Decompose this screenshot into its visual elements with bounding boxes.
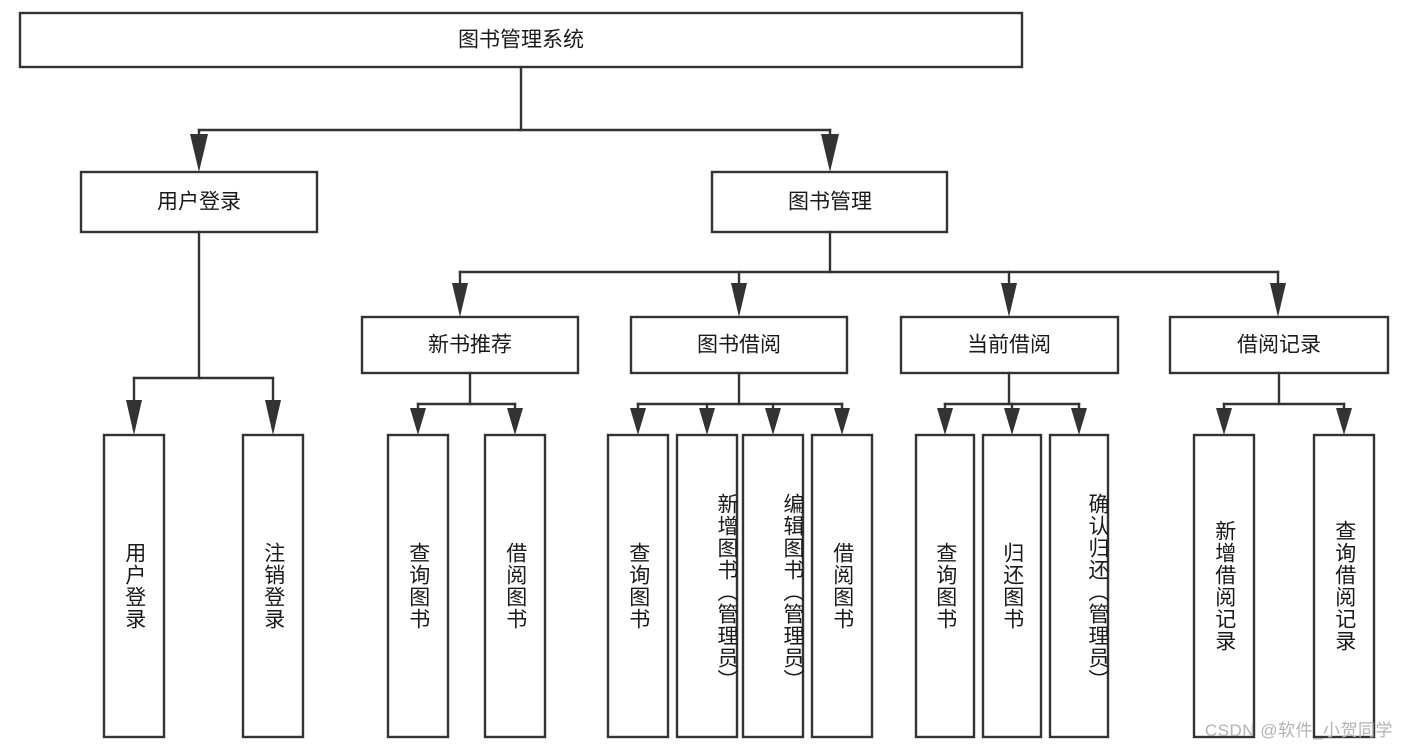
arrow-head-icon: [1004, 408, 1020, 435]
node-leaf-borrow-book-box[interactable]: [810, 433, 874, 739]
node-book-borrow-box[interactable]: [629, 315, 849, 375]
arrow-head-icon: [699, 408, 715, 435]
arrow-head-icon: [937, 408, 953, 435]
arrow-head-icon: [1001, 283, 1017, 317]
node-book-borrow[interactable]: 图书借阅: [629, 315, 849, 375]
node-borrow-records-label: 借阅记录: [1237, 334, 1321, 357]
arrow-head-icon: [1270, 283, 1286, 317]
watermark-text: CSDN @软件_小贺同学: [1204, 721, 1393, 740]
node-leaf-borrow-book-recommend-box[interactable]: [483, 433, 547, 739]
node-leaf-query-book-borrow-box[interactable]: [606, 433, 670, 739]
connector-book-borrow-to-leaves: [630, 371, 850, 435]
node-leaf-query-borrow-record-box[interactable]: [1312, 433, 1376, 739]
connector-borrow-records-to-leaves: [1216, 371, 1352, 435]
arrow-head-icon: [507, 408, 523, 435]
node-leaf-confirm-return-admin-box[interactable]: [1048, 433, 1110, 739]
node-leaf-user-logout-box[interactable]: [241, 433, 305, 739]
node-leaf-return-book-box[interactable]: [981, 433, 1043, 739]
node-current-borrow-box[interactable]: [899, 315, 1120, 375]
connector-current-borrow-to-leaves: [937, 371, 1087, 435]
connector-root-to-level1: [190, 65, 839, 172]
node-new-book-recommend-box[interactable]: [360, 315, 580, 375]
arrow-head-icon: [731, 283, 747, 317]
node-root-box[interactable]: [18, 11, 1024, 69]
arrow-head-icon: [1071, 408, 1087, 435]
node-current-borrow[interactable]: 当前借阅: [899, 315, 1120, 375]
node-leaf-user-login-box[interactable]: [102, 433, 166, 739]
node-leaf-query-book-recommend-box[interactable]: [386, 433, 450, 739]
arrow-head-icon: [1216, 408, 1232, 435]
node-book-management[interactable]: 图书管理: [710, 170, 949, 234]
node-borrow-records-box[interactable]: [1168, 315, 1390, 375]
arrow-head-icon: [630, 408, 646, 435]
node-leaf-add-borrow-record-box[interactable]: [1192, 433, 1256, 739]
arrow-head-icon: [452, 283, 468, 317]
arrow-head-icon: [1336, 408, 1352, 435]
node-borrow-records[interactable]: 借阅记录: [1168, 315, 1390, 375]
node-leaf-edit-book-admin-box[interactable]: [741, 433, 805, 739]
arrow-head-icon: [834, 408, 850, 435]
node-user-login-label: 用户登录: [157, 191, 241, 214]
node-new-book-recommend[interactable]: 新书推荐: [360, 315, 580, 375]
arrow-head-icon: [821, 134, 839, 172]
node-leaf-add-book-admin-box[interactable]: [675, 433, 739, 739]
arrow-head-icon: [265, 400, 281, 435]
node-leaf-query-book-current-box[interactable]: [914, 433, 976, 739]
node-user-login[interactable]: 用户登录: [79, 170, 319, 234]
arrow-head-icon: [126, 400, 142, 435]
node-current-borrow-label: 当前借阅: [967, 334, 1051, 357]
connector-book-management-to-level2: [452, 230, 1286, 317]
node-root[interactable]: 图书管理系统: [18, 11, 1024, 69]
arrow-head-icon: [190, 134, 208, 172]
node-book-management-box[interactable]: [710, 170, 949, 234]
arrow-head-icon: [765, 408, 781, 435]
arrow-head-icon: [410, 408, 426, 435]
node-new-book-recommend-label: 新书推荐: [428, 334, 512, 357]
node-book-management-label: 图书管理: [788, 191, 872, 214]
node-book-borrow-label: 图书借阅: [697, 334, 781, 357]
connector-user-login-to-leaves: [126, 230, 281, 435]
node-root-label: 图书管理系统: [458, 29, 584, 52]
connector-new-book-to-leaves: [410, 371, 523, 435]
